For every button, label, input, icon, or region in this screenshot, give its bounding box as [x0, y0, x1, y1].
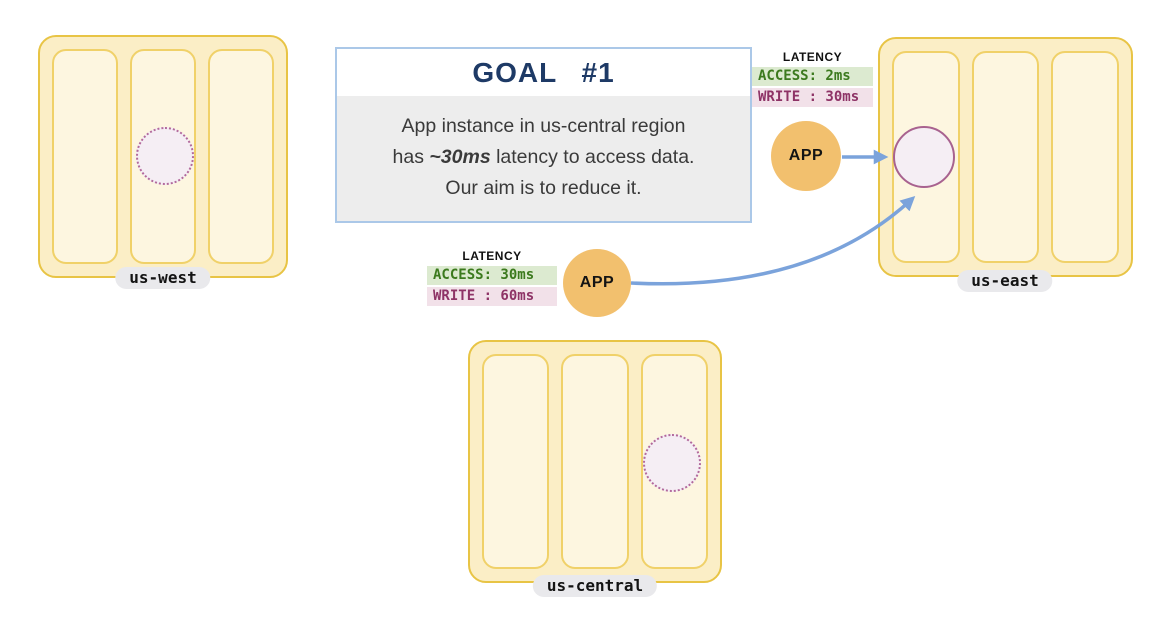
goal-card-title: GOAL #1 [337, 49, 750, 96]
goal-body-line1: App instance in us-central region [401, 115, 686, 137]
availability-zone [971, 51, 1040, 263]
goal-body-line3: Our aim is to reduce it. [445, 177, 642, 199]
goal-body-line2: has ~30ms latency to access data. [392, 146, 695, 168]
region-label-us-central: us-central [532, 575, 658, 597]
app-instance-circle-near-us-east: APP [771, 121, 841, 191]
goal-card: GOAL #1 App instance in us-central regio… [335, 47, 752, 223]
region-label-us-east: us-east [957, 270, 1053, 292]
region-us-east [878, 37, 1133, 277]
latency-write-value: WRITE : 30ms [752, 88, 873, 107]
latency-access-value: ACCESS: 30ms [427, 266, 557, 285]
availability-zone [561, 354, 629, 569]
latency-write-value: WRITE : 60ms [427, 287, 557, 306]
region-label-us-west: us-west [115, 267, 211, 289]
availability-zone [52, 49, 118, 264]
latency-panel-us-central-app: LATENCY ACCESS: 30ms WRITE : 60ms [427, 249, 557, 308]
availability-zone [208, 49, 274, 264]
data-replica-placeholder-circle-us-west [136, 127, 194, 185]
latency-access-value: ACCESS: 2ms [752, 67, 873, 86]
latency-panel-title: LATENCY [782, 50, 843, 64]
latency-panel-us-east-app: LATENCY ACCESS: 2ms WRITE : 30ms [752, 50, 873, 109]
app-instance-circle-us-central: APP [563, 249, 631, 317]
data-node-circle-us-east [893, 126, 955, 188]
goal-card-body: App instance in us-central region has ~3… [337, 96, 750, 221]
data-replica-placeholder-circle-us-central [643, 434, 701, 492]
availability-zone [482, 354, 550, 569]
goal-latency-emphasis: ~30ms [429, 146, 491, 168]
latency-panel-title: LATENCY [462, 249, 522, 263]
availability-zone [1051, 51, 1120, 263]
